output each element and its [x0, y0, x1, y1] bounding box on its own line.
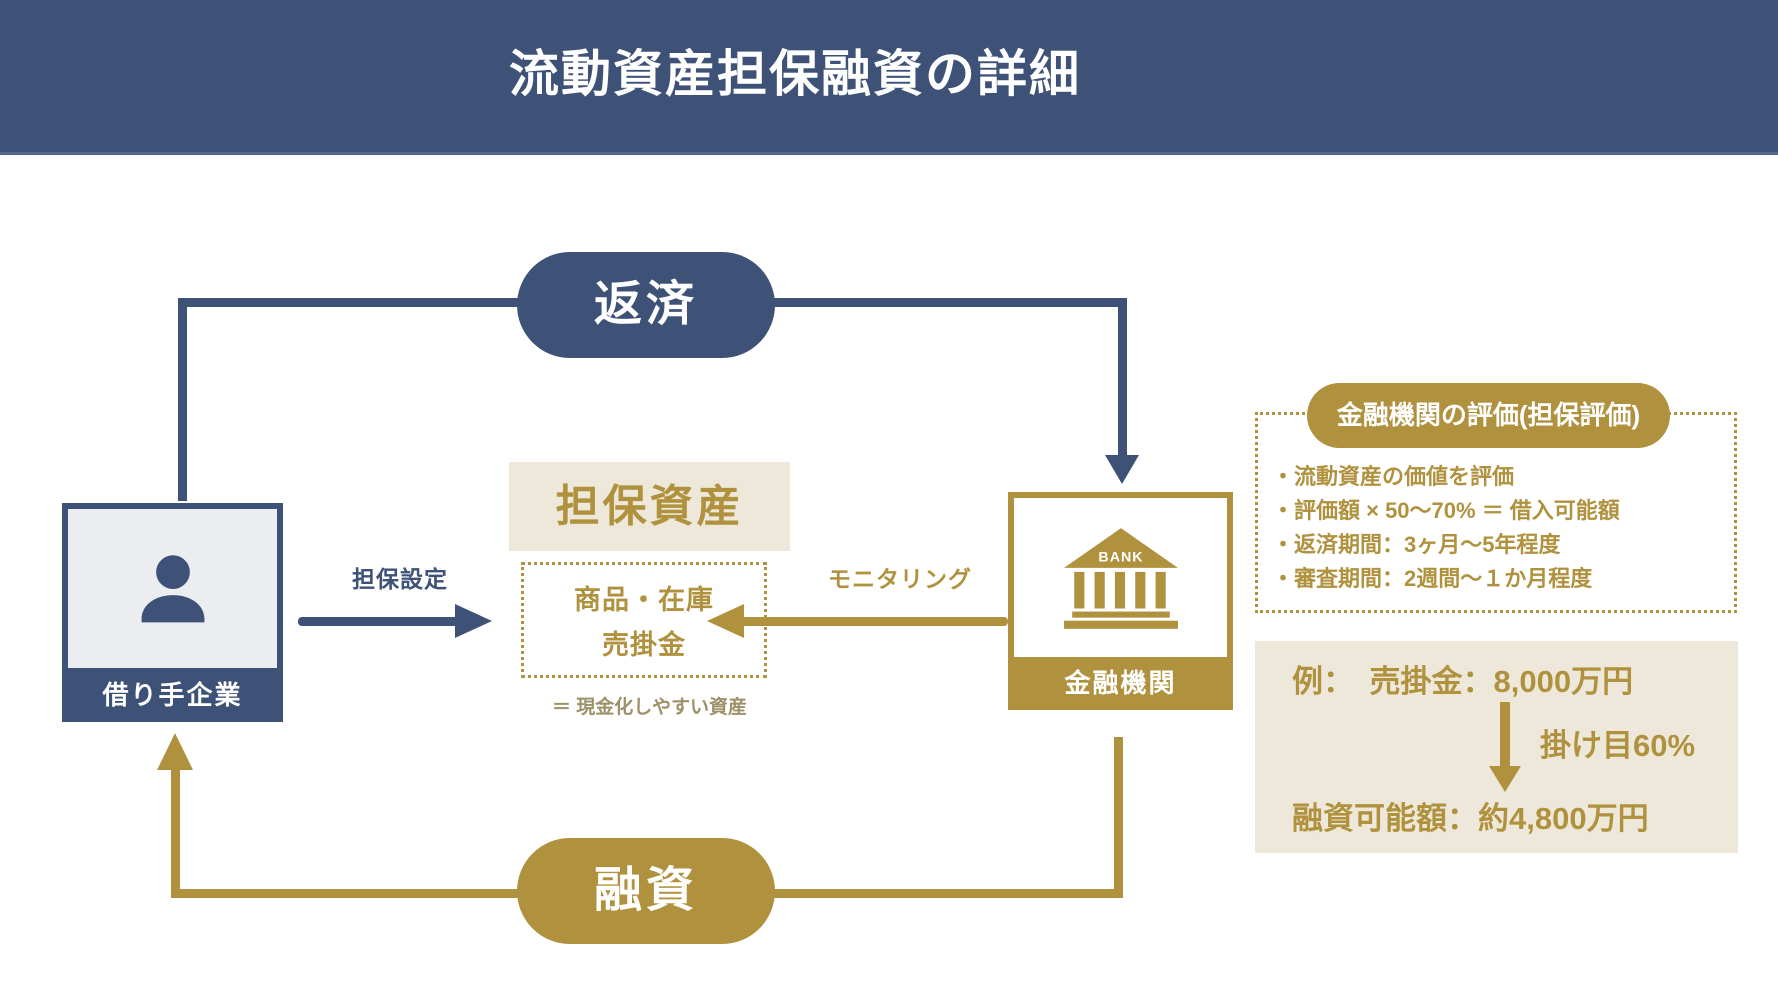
header-band: 流動資産担保融資の詳細 [0, 0, 1778, 155]
person-icon [68, 515, 277, 662]
bank-label: 金融機関 [1008, 657, 1233, 710]
repayment-arrowhead-icon [1105, 455, 1139, 484]
collateral-item: 商品・在庫 [574, 585, 714, 615]
collateral-setting-label: 担保設定 [352, 566, 448, 592]
monitoring-label: モニタリング [828, 566, 972, 592]
collateral-note: ＝ 現金化しやすい資産 [551, 697, 748, 718]
evaluation-bullet: ・審査期間：2週間〜１か月程度 [1272, 566, 1593, 591]
monitoring-arrowhead-icon [707, 604, 744, 638]
loan-line-right [1114, 737, 1123, 898]
borrower-box: 借り手企業 [62, 503, 283, 722]
repayment-pill: 返済 [517, 252, 775, 358]
example-arrowhead-icon [1489, 766, 1521, 792]
evaluation-bullet-list: ・流動資産の価値を評価 ・評価額 × 50〜70% ＝ 借入可能額 ・返済期間：… [1272, 460, 1728, 596]
repayment-line-right [1118, 298, 1127, 456]
example-case-line: 例： 売掛金：8,000万円 [1292, 664, 1634, 699]
evaluation-panel-title: 金融機関の評価(担保評価) [1307, 383, 1670, 448]
bank-icon-text: BANK [1098, 549, 1143, 565]
loan-arrowhead-icon [157, 733, 193, 770]
example-result-line: 融資可能額：約4,800万円 [1292, 801, 1649, 836]
example-arrow-shaft [1500, 702, 1510, 768]
collateral-item: 売掛金 [602, 630, 686, 660]
collateral-title: 担保資産 [509, 462, 790, 551]
loan-pill: 融資 [517, 838, 775, 944]
evaluation-bullet: ・返済期間：3ヶ月〜5年程度 [1272, 532, 1561, 557]
monitoring-arrow-shaft [740, 617, 1008, 626]
loan-line-left [171, 768, 180, 898]
collateral-setting-arrowhead-icon [455, 604, 492, 638]
borrower-label: 借り手企業 [62, 668, 283, 722]
collateral-setting-arrow-shaft [298, 617, 458, 626]
page-title: 流動資産担保融資の詳細 [509, 46, 1081, 102]
example-rate-label: 掛け目60% [1540, 728, 1696, 763]
evaluation-bullet: ・流動資産の価値を評価 [1272, 464, 1515, 489]
repayment-line-left [178, 298, 187, 501]
bank-icon: BANK [1014, 504, 1227, 651]
example-panel [1255, 641, 1738, 853]
evaluation-bullet: ・評価額 × 50〜70% ＝ 借入可能額 [1272, 498, 1620, 523]
bank-box: BANK 金融機関 [1008, 492, 1233, 710]
